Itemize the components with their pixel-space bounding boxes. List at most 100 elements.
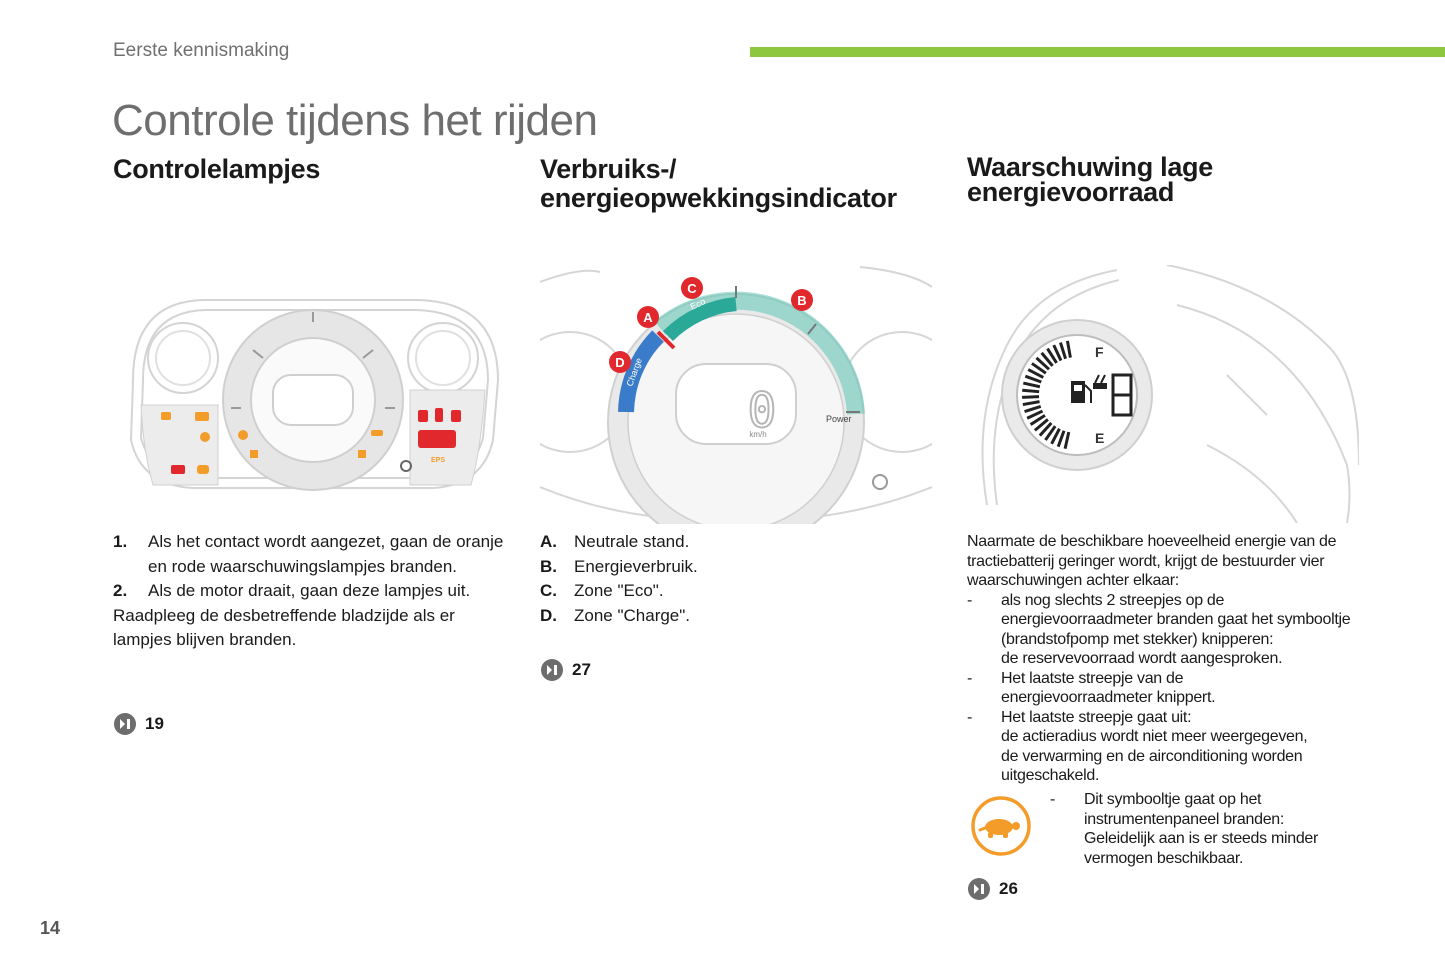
reference-number: 19 — [145, 714, 164, 733]
list-text: Als het contact wordt aangezet, gaan de … — [148, 532, 504, 576]
marker-a: A — [643, 310, 653, 325]
warning-intro: Naarmate de beschikbare hoeveelheid ener… — [967, 533, 1337, 589]
list-text: Energieverbruik. — [574, 556, 698, 576]
list-item: D. Zone "Charge". — [540, 604, 920, 629]
bullet-line: Geleidelijk aan is er steeds minder — [1084, 830, 1319, 847]
reserve-segment — [1059, 342, 1068, 360]
bullet-dash: - — [1050, 791, 1056, 808]
marker-c: C — [687, 281, 697, 296]
list-text: Als de motor draait, gaan deze lampjes u… — [148, 581, 471, 600]
bullet-line: energievoorraadmeter knippert. — [1001, 689, 1216, 706]
heading-lage-energie: Waarschuwing lage energievoorraad — [967, 152, 1367, 207]
bullet-line: de actieradius wordt niet meer weergegev… — [1001, 728, 1308, 745]
list-item: A. Neutrale stand. — [540, 530, 920, 555]
lampjes-note: Raadpleeg de desbetreffende bladzijde al… — [113, 605, 455, 650]
reserve-segment — [1022, 381, 1041, 389]
power-label: Power — [826, 414, 852, 424]
reserve-segment — [1052, 344, 1063, 362]
page-link-icon — [541, 659, 563, 681]
svg-text:EPS: EPS — [431, 457, 445, 464]
bullet-line: instrumentenpaneel branden: — [1084, 810, 1285, 828]
reserve-segment — [1024, 404, 1042, 413]
list-item: C. Zone "Eco". — [540, 579, 920, 604]
list-marker: A. — [540, 532, 557, 551]
bullet-line: als nog slechts 2 streepjes op de — [1001, 591, 1225, 609]
page-link-icon — [114, 713, 136, 735]
reserve-segment — [1024, 374, 1042, 384]
page-reference[interactable]: 26 — [967, 877, 1018, 901]
instrument-panel-illustration: EPS — [113, 290, 508, 500]
list-marker: 1. — [113, 532, 128, 551]
reserve-segment — [1046, 347, 1058, 364]
reserve-segment — [1044, 425, 1057, 441]
heading-line: energieopwekkingsindicator — [540, 183, 897, 213]
reserve-segment — [1031, 362, 1047, 375]
bullet-line: uitgeschakeld. — [1001, 767, 1100, 784]
reserve-segment — [1021, 395, 1040, 399]
heading-verbruiksindicator: Verbruiks-/ energieopwekkingsindicator — [540, 155, 940, 213]
page-link-icon — [968, 878, 990, 900]
list-item: 1. Als het contact wordt aangezet, gaan … — [113, 530, 508, 579]
reserve-segment — [1050, 428, 1061, 445]
warning-bullet: - Het laatste streepje gaat uit: de acti… — [967, 708, 1367, 786]
reserve-segment — [1026, 409, 1044, 420]
page-number: 14 — [40, 918, 61, 938]
page-title: Controle tijdens het rijden — [112, 96, 598, 145]
heading-controlelampjes: Controlelampjes — [113, 154, 321, 184]
list-item: 2. Als de motor draait, gaan deze lampje… — [113, 579, 508, 604]
reserve-segment — [1038, 422, 1053, 437]
list-text: Zone "Charge". — [574, 605, 691, 625]
reserve-segment — [1029, 414, 1046, 426]
warning-bullet: - als nog slechts 2 streepjes op de ener… — [967, 591, 1367, 669]
indicator-list: A. Neutrale stand. B. Energieverbruik. C… — [540, 530, 920, 628]
reserve-segment — [1056, 430, 1066, 448]
reserve-segment — [1022, 400, 1040, 407]
list-marker: D. — [540, 605, 557, 625]
heading-line: energievoorraad — [967, 177, 1175, 207]
turtle-icon — [971, 796, 1031, 856]
reserve-segment — [1033, 418, 1049, 432]
list-marker: C. — [540, 581, 557, 600]
reserve-segment — [1027, 368, 1044, 379]
section-label: Eerste kennismaking — [113, 40, 290, 61]
bullet-line: energievoorraadmeter branden gaat het sy… — [1001, 611, 1351, 628]
heading-line: Verbruiks-/ — [540, 154, 677, 184]
speed-digit: 0 — [748, 383, 777, 439]
bullet-dash: - — [967, 708, 973, 726]
reserve-segment — [1063, 431, 1071, 450]
reference-number: 27 — [572, 660, 591, 679]
list-text: Neutrale stand. — [574, 532, 690, 551]
marker-d: D — [615, 355, 624, 370]
reserve-segment — [1035, 356, 1050, 371]
reference-number: 26 — [999, 879, 1018, 898]
heading-line: Waarschuwing lage — [967, 152, 1213, 182]
reserve-segment — [1040, 351, 1054, 367]
page-reference[interactable]: 19 — [113, 712, 164, 736]
lampjes-list: 1. Als het contact wordt aangezet, gaan … — [113, 530, 508, 653]
warning-bullet: - Het laatste streepje van de energievoo… — [967, 669, 1367, 708]
reserve-segment — [1022, 388, 1040, 394]
list-marker: 2. — [113, 581, 128, 600]
full-label: F — [1095, 344, 1104, 360]
turtle-text: - Dit symbooltje gaat op het instrumente… — [1050, 790, 1370, 868]
bullet-line: de verwarming en de airconditioning word… — [1001, 747, 1303, 765]
list-text: Zone "Eco". — [574, 581, 664, 600]
bullet-line: (brandstofpomp met stekker) knipperen: — [1001, 630, 1274, 648]
energy-reserve-illustration: F E — [967, 265, 1359, 523]
speed-unit: km/h — [749, 430, 766, 439]
empty-label: E — [1095, 430, 1104, 446]
list-marker: B. — [540, 556, 557, 576]
bullet-line: Het laatste streepje van de — [1001, 669, 1184, 687]
energy-gauge-illustration: 0 km/h Eco Charge Power A C B D — [540, 262, 932, 524]
list-item: B. Energieverbruik. — [540, 555, 920, 580]
bullet-line: Het laatste streepje gaat uit: — [1001, 708, 1192, 726]
page-reference[interactable]: 27 — [540, 658, 591, 682]
bullet-dash: - — [967, 591, 973, 609]
reserve-segment — [1065, 340, 1072, 358]
bullet-line: de reservevoorraad wordt aangesproken. — [1001, 650, 1283, 667]
warning-text: Naarmate de beschikbare hoeveelheid ener… — [967, 532, 1367, 786]
header-accent-bar — [750, 47, 1445, 57]
bullet-line: vermogen beschikbaar. — [1084, 849, 1244, 867]
marker-b: B — [797, 293, 806, 308]
bullet-line: Dit symbooltje gaat op het — [1084, 791, 1262, 808]
